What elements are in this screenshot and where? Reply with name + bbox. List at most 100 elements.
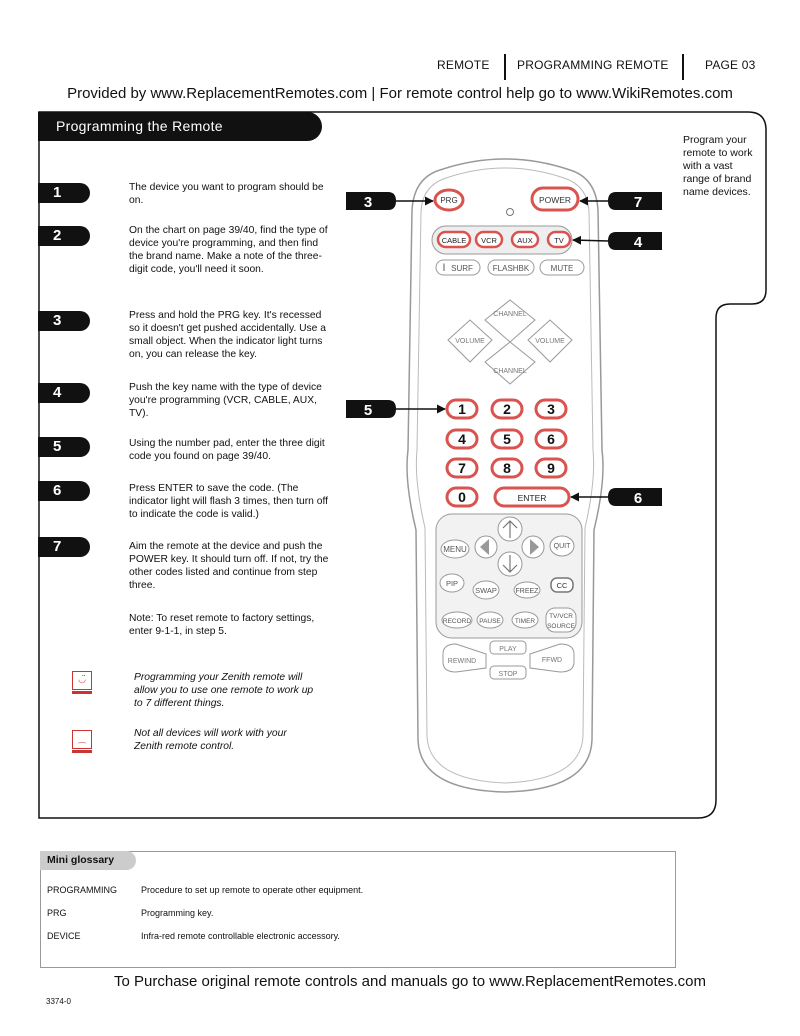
callout-5: 5 xyxy=(346,400,446,419)
tv-button[interactable]: TV xyxy=(546,230,572,249)
digit-label: 1 xyxy=(458,401,466,417)
pip-button[interactable]: PIP xyxy=(439,573,465,593)
prg-button[interactable]: PRG xyxy=(433,188,465,212)
quit-button[interactable]: QUIT xyxy=(549,535,575,557)
step-text-7: Aim the remote at the device and push th… xyxy=(129,541,329,591)
digit-label: 2 xyxy=(503,401,511,417)
callout-number: 6 xyxy=(634,490,642,507)
digit-button-1[interactable]: 1 xyxy=(445,398,479,420)
digit-button-9[interactable]: 9 xyxy=(534,457,568,479)
stop-button[interactable]: STOP xyxy=(489,665,527,680)
digit-label: 8 xyxy=(503,460,511,476)
cc-button[interactable]: CC xyxy=(550,577,574,593)
power-button[interactable]: POWER xyxy=(530,186,580,212)
menu-button[interactable]: MENU xyxy=(440,539,470,559)
side-note: Program your remote to work with a vast … xyxy=(683,134,753,198)
header-divider xyxy=(682,54,684,80)
section-title: Programming the Remote xyxy=(38,112,322,141)
surf-label: SURF xyxy=(451,264,473,273)
step-badge-4: 4 xyxy=(38,383,90,403)
step-text-3: Press and hold the PRG key. It's recesse… xyxy=(129,310,326,360)
digit-label: 9 xyxy=(547,460,555,476)
digit-button-6[interactable]: 6 xyxy=(534,428,568,450)
prg-label: PRG xyxy=(440,196,457,205)
callout-number: 7 xyxy=(634,194,642,211)
arrow-left-button[interactable] xyxy=(474,535,498,559)
aux-button[interactable]: AUX xyxy=(510,230,540,249)
swap-label: SWAP xyxy=(475,586,497,595)
digit-button-3[interactable]: 3 xyxy=(534,398,568,420)
digit-label: 3 xyxy=(547,401,555,417)
header-section-remote: REMOTE xyxy=(437,58,490,72)
channel-up-button[interactable]: CHANNEL xyxy=(484,299,536,343)
step-text-2: On the chart on page 39/40, find the typ… xyxy=(129,225,328,275)
source-label: SOURCE xyxy=(547,623,575,630)
record-button[interactable]: RECORD xyxy=(441,611,473,629)
vcr-button[interactable]: VCR xyxy=(474,230,504,249)
sad-face-icon: ⁔ xyxy=(72,730,92,749)
play-button[interactable]: PLAY xyxy=(489,640,527,655)
power-label: POWER xyxy=(539,195,571,205)
volume-right-button[interactable]: VOLUME xyxy=(527,319,573,363)
tvvcr-source-button[interactable]: TV/VCR SOURCE xyxy=(545,607,577,633)
menu-label: MENU xyxy=(443,545,467,554)
arrow-right-button[interactable] xyxy=(521,535,545,559)
enter-button[interactable]: ENTER xyxy=(493,486,571,508)
cable-button[interactable]: CABLE xyxy=(436,230,472,249)
timer-button[interactable]: TIMER xyxy=(511,611,539,629)
swap-button[interactable]: SWAP xyxy=(472,580,500,600)
digit-button-5[interactable]: 5 xyxy=(490,428,524,450)
callout-number: 4 xyxy=(634,234,643,251)
pip-label: PIP xyxy=(446,579,458,588)
digit-button-7[interactable]: 7 xyxy=(445,457,479,479)
step-badge-3: 3 xyxy=(38,311,90,331)
aux-label: AUX xyxy=(517,236,532,245)
digit-button-2[interactable]: 2 xyxy=(490,398,524,420)
happy-face-icon: ◡̈ xyxy=(72,671,92,690)
rewind-button[interactable]: REWIND xyxy=(442,643,487,673)
arrow-up-button[interactable] xyxy=(497,516,523,542)
pause-button[interactable]: PAUSE xyxy=(476,611,504,629)
ffwd-button[interactable]: FFWD xyxy=(529,643,575,673)
glossary-definition: Procedure to set up remote to operate ot… xyxy=(141,885,364,895)
page-number: PAGE 03 xyxy=(705,58,756,72)
glossary-box xyxy=(40,851,676,968)
glossary-term: DEVICE xyxy=(47,931,81,941)
reset-note: Note: To reset remote to factory setting… xyxy=(129,613,315,637)
step-text-4: Push the key name with the type of devic… xyxy=(129,382,322,419)
arrow-down-button[interactable] xyxy=(497,551,523,577)
digit-button-0[interactable]: 0 xyxy=(445,486,479,508)
step-text-1: The device you want to program should be… xyxy=(129,182,324,206)
digit-button-8[interactable]: 8 xyxy=(490,457,524,479)
mute-label: MUTE xyxy=(551,264,574,273)
glossary-definition: Programming key. xyxy=(141,908,214,918)
play-label: PLAY xyxy=(499,646,517,653)
step-text-5: Using the number pad, enter the three di… xyxy=(129,438,325,462)
glossary-term: PRG xyxy=(47,908,67,918)
channel-down-label: CHANNEL xyxy=(493,368,527,375)
flashbk-button[interactable]: FLASHBK xyxy=(487,259,535,276)
volume-left-label: VOLUME xyxy=(455,338,485,345)
glossary-term: PROGRAMMING xyxy=(47,885,118,895)
callout-number: 3 xyxy=(364,194,372,211)
tip-text-1: Programming your Zenith remote will allo… xyxy=(134,672,314,709)
surf-button[interactable]: SURF Ⅰ xyxy=(435,259,481,276)
mute-button[interactable]: MUTE xyxy=(539,259,585,276)
freeze-label: FREEZ xyxy=(516,588,540,595)
digit-button-4[interactable]: 4 xyxy=(445,428,479,450)
callout-6: 6 xyxy=(570,488,662,507)
digit-label: 7 xyxy=(458,460,466,476)
indicator-light xyxy=(506,208,514,216)
step-badge-5: 5 xyxy=(38,437,90,457)
header-section-programming: PROGRAMMING REMOTE xyxy=(517,58,669,72)
volume-left-button[interactable]: VOLUME xyxy=(447,319,493,363)
callout-7: 7 xyxy=(579,192,662,211)
channel-down-button[interactable]: CHANNEL xyxy=(484,341,536,385)
document-code: 3374-0 xyxy=(46,997,71,1006)
cable-label: CABLE xyxy=(442,236,467,245)
freeze-button[interactable]: FREEZ xyxy=(513,581,541,599)
digit-label: 5 xyxy=(503,431,511,447)
tvvcr-label: TV/VCR xyxy=(549,613,573,620)
digit-label: 4 xyxy=(458,431,466,447)
step-badge-6: 6 xyxy=(38,481,90,501)
